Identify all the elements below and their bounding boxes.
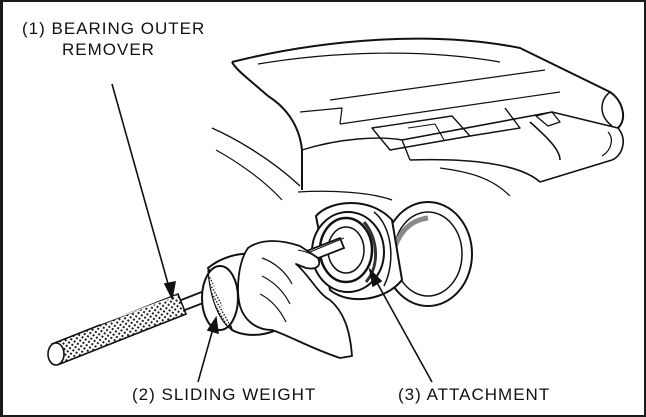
swingarm [211, 37, 625, 201]
callout-sliding-weight: (2) SLIDING WEIGHT [132, 384, 317, 405]
remover-handle [47, 292, 188, 366]
hand [237, 240, 353, 359]
leader-lines [111, 83, 433, 383]
pivot-housing-right [383, 201, 473, 307]
callout-number: (1) [22, 19, 46, 38]
callout-text: BEARING OUTER [51, 19, 206, 38]
callout-text: ATTACHMENT [426, 385, 551, 404]
callout-attachment: (3) ATTACHMENT [398, 384, 551, 405]
callout-text: SLIDING WEIGHT [161, 385, 317, 404]
callout-text-line-2: REMOVER [62, 40, 155, 59]
callout-number: (2) [132, 385, 156, 404]
callout-number: (3) [398, 385, 422, 404]
callout-bearing-outer-remover: (1) BEARING OUTER REMOVER [22, 18, 206, 60]
